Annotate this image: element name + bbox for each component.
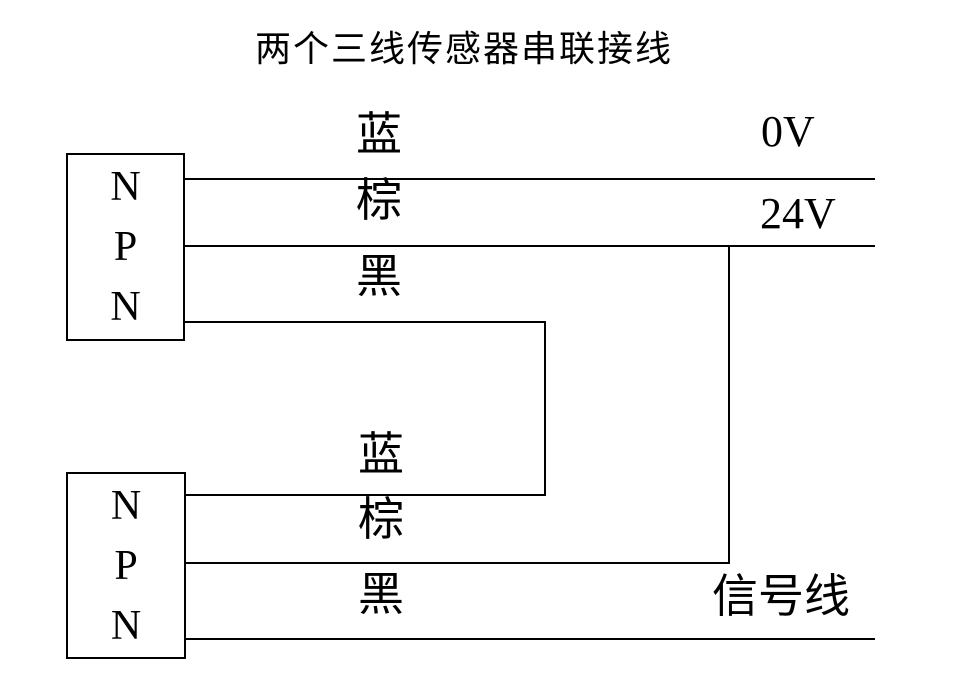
sensor2-npn-box: N P N: [66, 472, 186, 659]
signal-line-label: 信号线: [712, 571, 850, 622]
sensor1-black-wire-label: 黑: [356, 251, 402, 302]
sensor1-letter-n2: N: [110, 284, 141, 330]
sensor1-blue-wire-0v-line: [184, 178, 875, 180]
sensor1-letter-p: P: [113, 224, 138, 270]
series-link-vertical-wire: [544, 321, 546, 496]
sensor1-brown-wire-label: 棕: [356, 175, 402, 226]
sensor2-letter-n1: N: [110, 482, 142, 529]
sensor1-brown-wire-24v-line: [184, 245, 875, 247]
sensor1-letter-n1: N: [110, 164, 141, 210]
sensor1-black-wire: [184, 321, 546, 323]
sensor2-brown-wire-label: 棕: [358, 494, 404, 545]
sensor2-brown-wire: [185, 562, 730, 564]
sensor1-blue-wire-label: 蓝: [356, 109, 402, 160]
terminal-0v-label: 0V: [761, 107, 815, 156]
sensor2-blue-wire: [185, 494, 546, 496]
diagram-title: 两个三线传感器串联接线: [255, 29, 674, 69]
sensor2-letter-p: P: [114, 542, 138, 589]
sensor2-blue-wire-label: 蓝: [358, 429, 404, 480]
sensor2-letter-n2: N: [110, 602, 142, 649]
brown-to-24v-vertical-wire: [728, 245, 730, 564]
sensor1-npn-box: N P N: [66, 153, 185, 341]
sensor2-black-wire-label: 黑: [358, 569, 404, 620]
terminal-24v-label: 24V: [760, 189, 836, 238]
sensor2-black-signal-wire: [185, 638, 875, 640]
